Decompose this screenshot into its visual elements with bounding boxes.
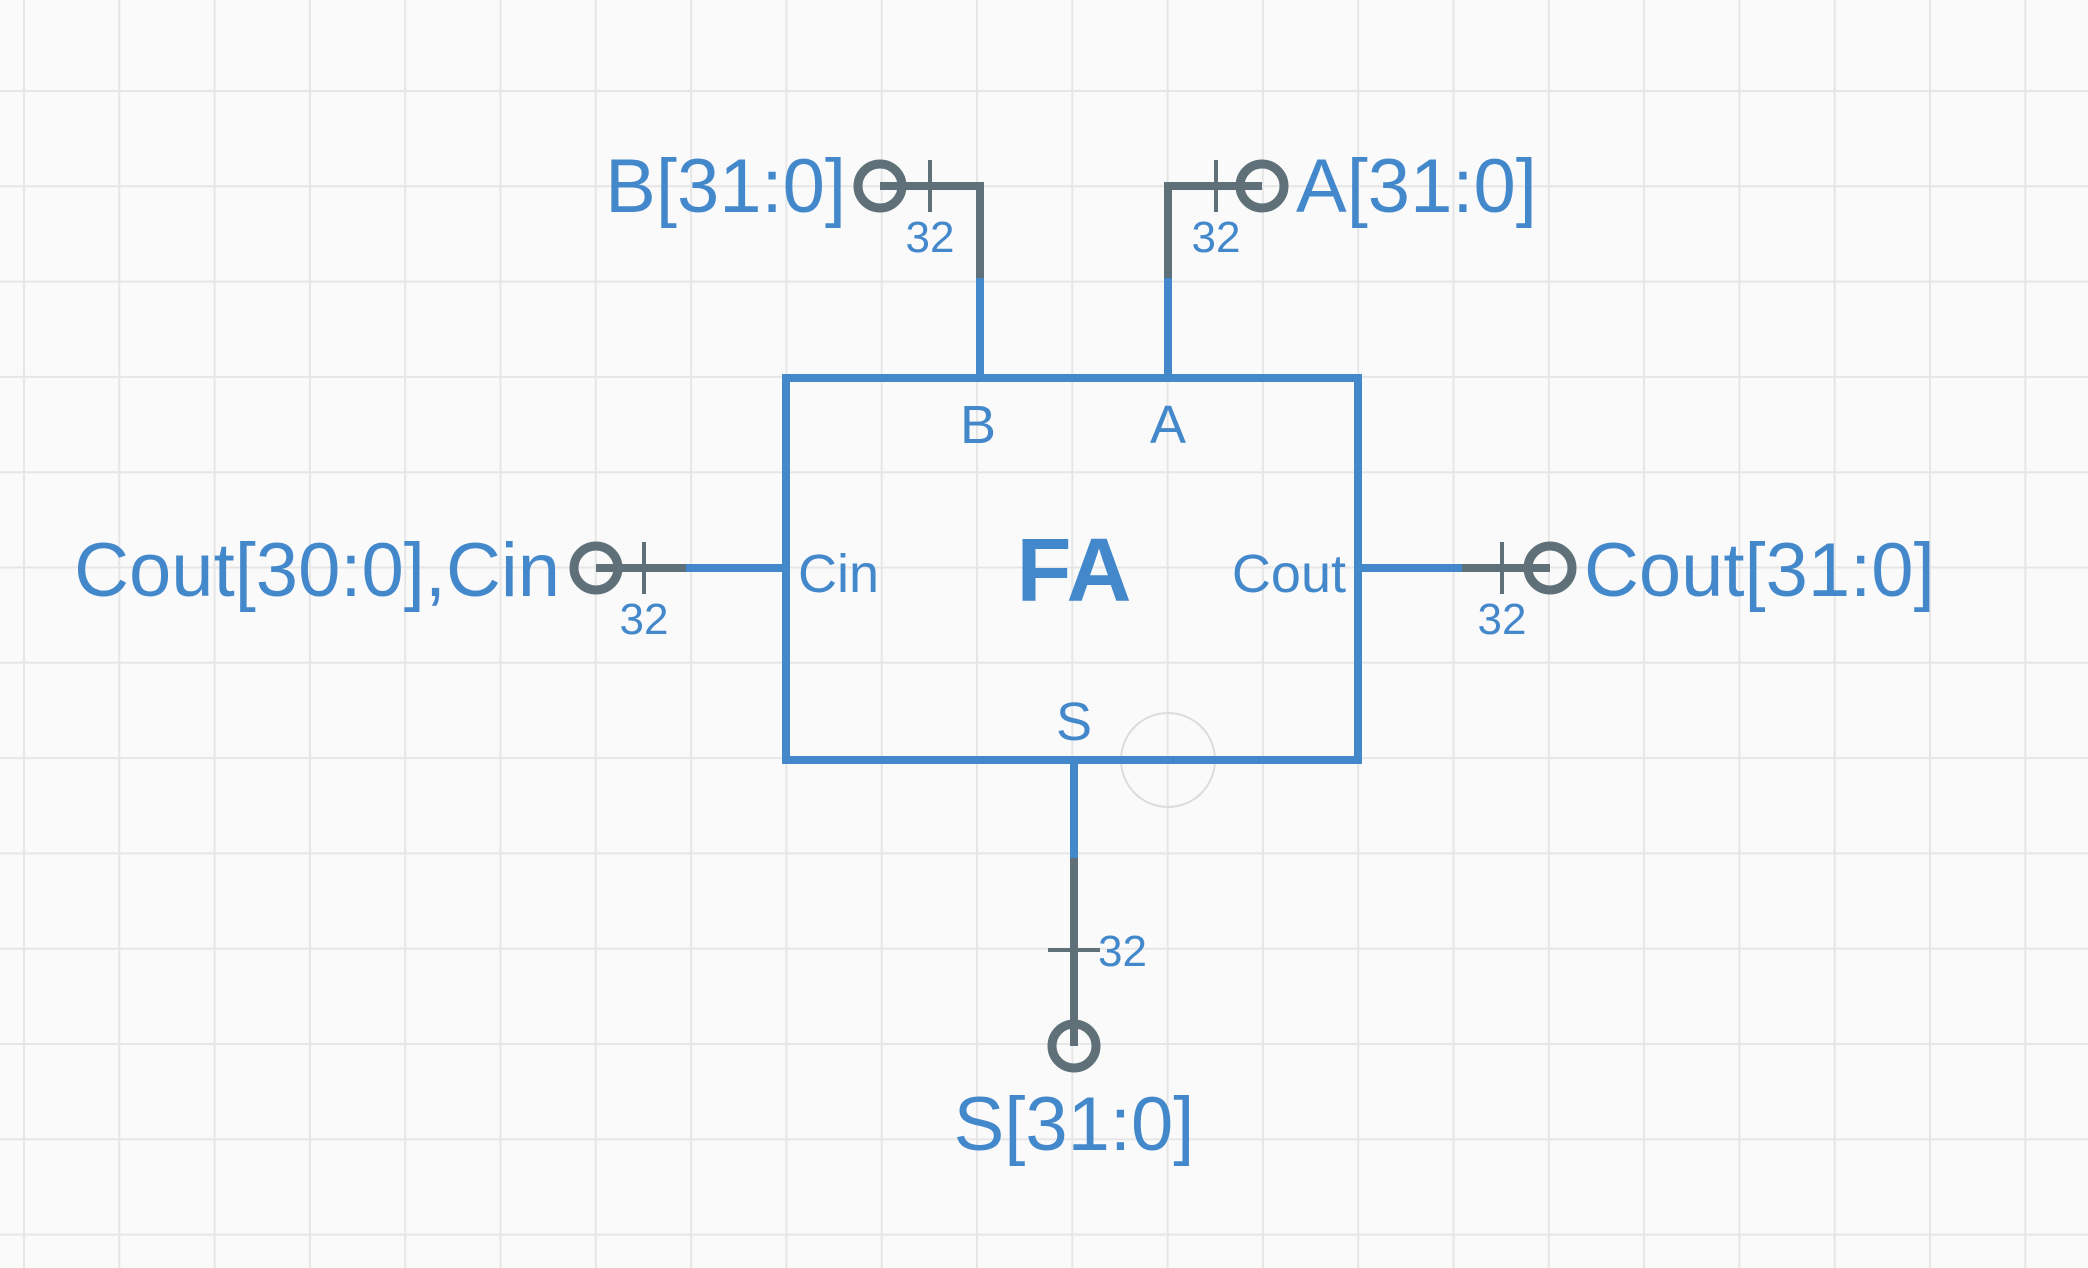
- bus-width-s: 32: [1098, 927, 1147, 976]
- pin-label-a: A[31:0]: [1296, 144, 1537, 229]
- wire-cin-input[interactable]: [596, 542, 786, 594]
- bus-width-b: 32: [906, 213, 955, 262]
- pin-s-output[interactable]: [1047, 1019, 1101, 1073]
- pin-label-cout: Cout[31:0]: [1584, 528, 1935, 613]
- wire-b-input[interactable]: [880, 160, 984, 378]
- pin-cout-output[interactable]: [1523, 541, 1577, 595]
- pin-label-cin: Cout[30:0],Cin: [74, 528, 560, 613]
- bus-width-a: 32: [1192, 213, 1241, 262]
- pin-label-s: S[31:0]: [954, 1082, 1195, 1167]
- port-label-b: B: [960, 395, 996, 455]
- pin-label-b: B[31:0]: [605, 144, 846, 229]
- wire-a-input[interactable]: [1164, 160, 1262, 378]
- port-label-a: A: [1150, 395, 1186, 455]
- wire-s-output[interactable]: [1048, 760, 1100, 1046]
- port-label-s: S: [1056, 692, 1092, 752]
- component-name: FA: [1016, 521, 1131, 621]
- pin-a-input[interactable]: [1235, 159, 1289, 213]
- fa-component-block[interactable]: [782, 374, 1362, 764]
- pin-cin-input[interactable]: [569, 541, 623, 595]
- wire-cout-output[interactable]: [1358, 542, 1550, 594]
- port-label-cout: Cout: [1232, 544, 1346, 604]
- bus-width-cin: 32: [620, 595, 669, 644]
- bus-width-cout: 32: [1478, 595, 1527, 644]
- port-label-cin: Cin: [798, 544, 879, 604]
- pin-b-input[interactable]: [853, 159, 907, 213]
